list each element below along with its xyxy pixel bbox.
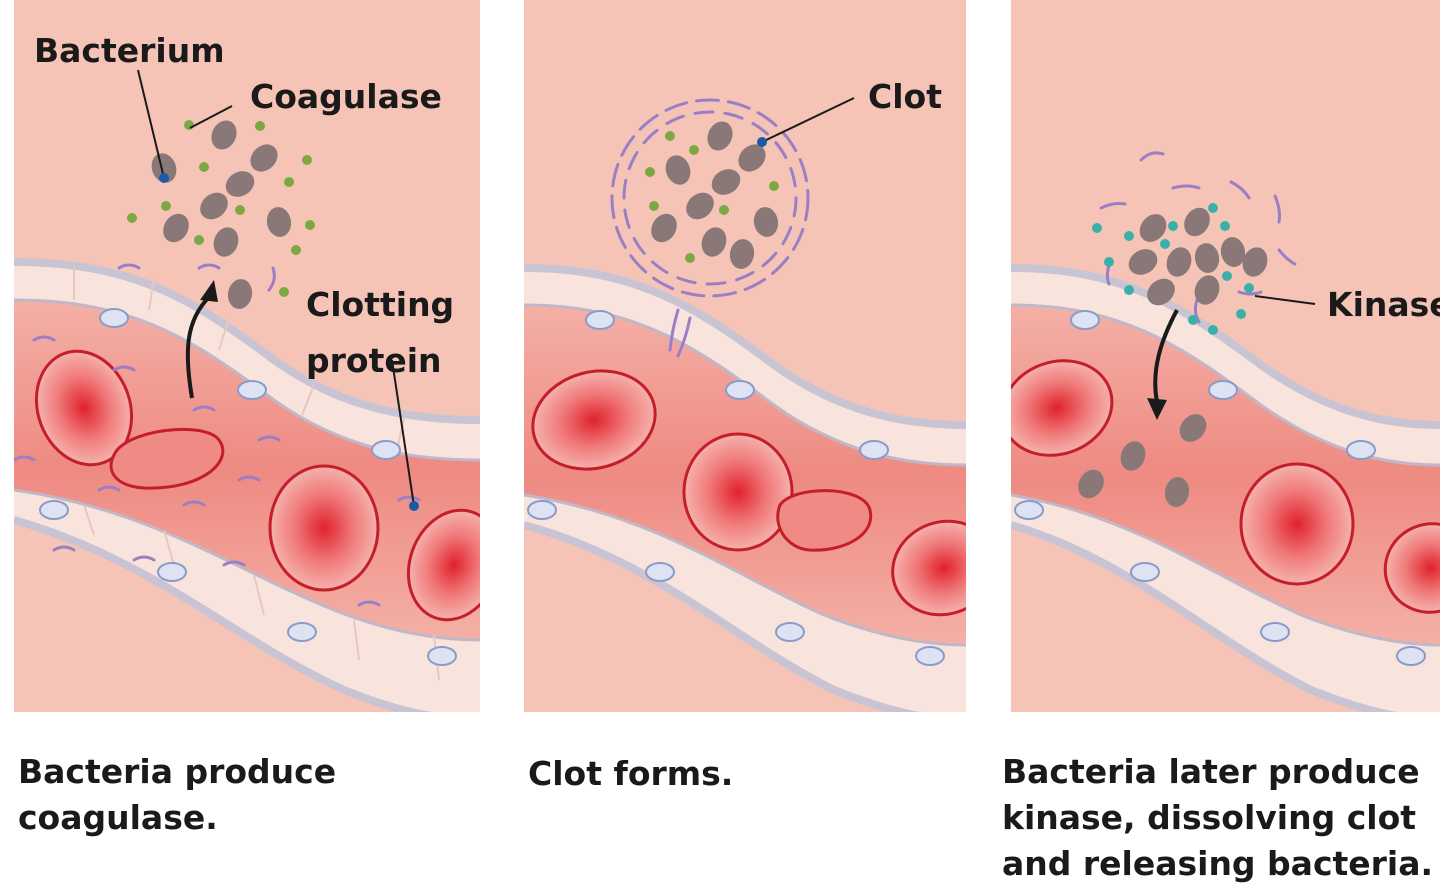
clot-label: Clot: [868, 77, 942, 116]
panel-1-illustration: [14, 69, 480, 712]
red-blood-cells: [531, 369, 966, 617]
dissolving-clot-fragments: [1099, 151, 1297, 324]
secretion-arrow: [185, 280, 218, 399]
blood-vessel: [1011, 264, 1440, 712]
leader-dot: [757, 137, 767, 147]
panel-kinase-dissolves-clot: Kinase: [1011, 0, 1440, 712]
leader-line: [761, 97, 855, 143]
leader-line: [1254, 295, 1316, 305]
clotting-protein-label-line2: protein: [306, 341, 442, 380]
leader-lines: [137, 69, 415, 507]
blood-vessel: [14, 258, 480, 712]
leader-dots: [159, 173, 419, 511]
kinase-molecules: [1092, 203, 1254, 335]
panel-3-illustration: [1011, 151, 1440, 712]
caption-panel-3: Bacteria later produce kinase, dissolvin…: [1002, 752, 1434, 883]
bacterium-label: Bacterium: [34, 31, 225, 70]
clotting-proteins: [14, 263, 421, 607]
release-arrow: [1147, 309, 1179, 420]
panel-2-illustration: [524, 97, 966, 712]
red-blood-cells: [1011, 359, 1440, 614]
caption-panel-1: Bacteria produce coagulase.: [18, 752, 337, 837]
clot: [610, 98, 810, 358]
panel-bacteria-produce-coagulase: Bacterium Coagulase Clotting protein: [14, 0, 480, 712]
bacteria-cluster: [151, 120, 292, 309]
red-blood-cells: [34, 349, 480, 622]
caption-panel-2: Clot forms.: [528, 754, 734, 793]
coagulase-label: Coagulase: [250, 77, 442, 116]
kinase-label: Kinase: [1327, 285, 1440, 324]
bacteria-cluster: [1078, 207, 1268, 507]
coagulase-molecules: [127, 120, 315, 297]
clotting-protein-label-line1: Clotting: [306, 285, 455, 324]
panel-clot-forms: Clot: [524, 0, 966, 712]
